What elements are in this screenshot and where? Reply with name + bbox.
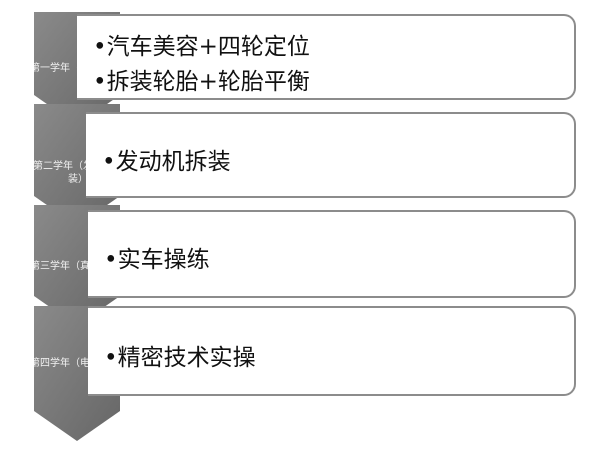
stage-3-item-1: •实车操练	[104, 247, 210, 273]
stage-4-card: •精密技术实操	[88, 306, 576, 396]
stage-1-item-1: •汽车美容+四轮定位	[93, 34, 310, 60]
stage-2-card: •发动机拆装	[86, 112, 576, 198]
stage-4-label: 第四学年（电控检测）	[30, 358, 130, 369]
stage-2-label: 第二学年（发动机拆装）	[33, 161, 123, 185]
stage-1-card: •汽车美容+四轮定位 •拆装轮胎+轮胎平衡	[77, 14, 576, 100]
stage-2-item-1: •发动机拆装	[102, 149, 231, 175]
stage-4-item-1: •精密技术实操	[104, 345, 256, 371]
stage-3-label: 第三学年（真车实训）	[30, 261, 130, 272]
stage-1-item-2: •拆装轮胎+轮胎平衡	[93, 69, 310, 95]
stage-3-card: •实车操练	[88, 210, 576, 298]
